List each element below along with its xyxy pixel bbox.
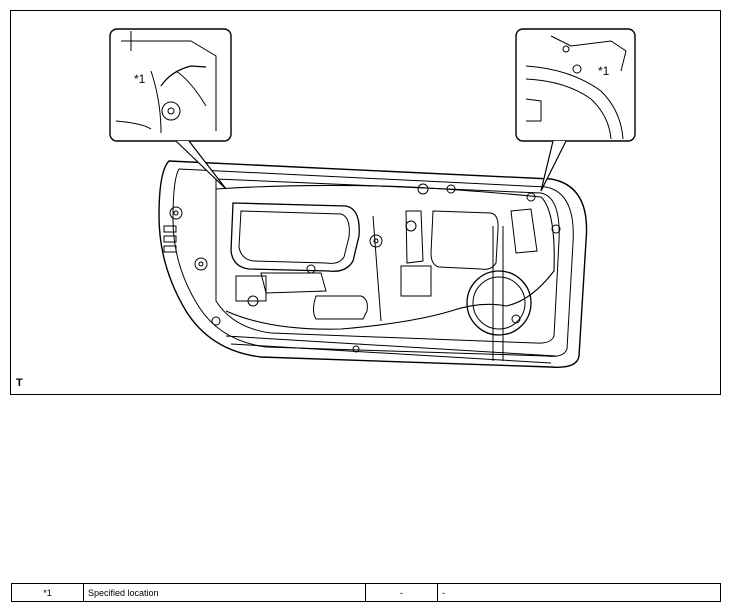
callout-label-left: *1 bbox=[134, 72, 146, 86]
service-hole-left-inner bbox=[238, 210, 350, 264]
door-panel-figure: *1 *1 T bbox=[10, 10, 721, 395]
callout-frame-left bbox=[109, 28, 232, 142]
legend-key-2: - bbox=[365, 583, 438, 602]
callout-frame-right bbox=[515, 28, 636, 142]
legend-row: *1 Specified location - - bbox=[11, 583, 721, 602]
door-illustration bbox=[109, 28, 636, 368]
legend-description-2: - bbox=[437, 583, 721, 602]
speaker-hole bbox=[466, 270, 532, 336]
service-hole-left bbox=[230, 202, 360, 272]
legend-table: *1 Specified location - - bbox=[11, 583, 721, 602]
door-lower-rail bbox=[225, 335, 557, 364]
door-inner-outline bbox=[172, 168, 574, 357]
service-hole-right bbox=[430, 210, 499, 270]
figure-code: T bbox=[16, 377, 23, 389]
lower-opening bbox=[313, 295, 368, 320]
callout-label-right: *1 bbox=[598, 64, 610, 78]
legend-description: Specified location bbox=[83, 583, 366, 602]
wire-harness bbox=[215, 184, 555, 330]
lock-rod bbox=[372, 215, 504, 361]
door-outer-outline bbox=[158, 160, 588, 368]
door-inner-flange bbox=[215, 178, 560, 344]
legend-key: *1 bbox=[11, 583, 84, 602]
